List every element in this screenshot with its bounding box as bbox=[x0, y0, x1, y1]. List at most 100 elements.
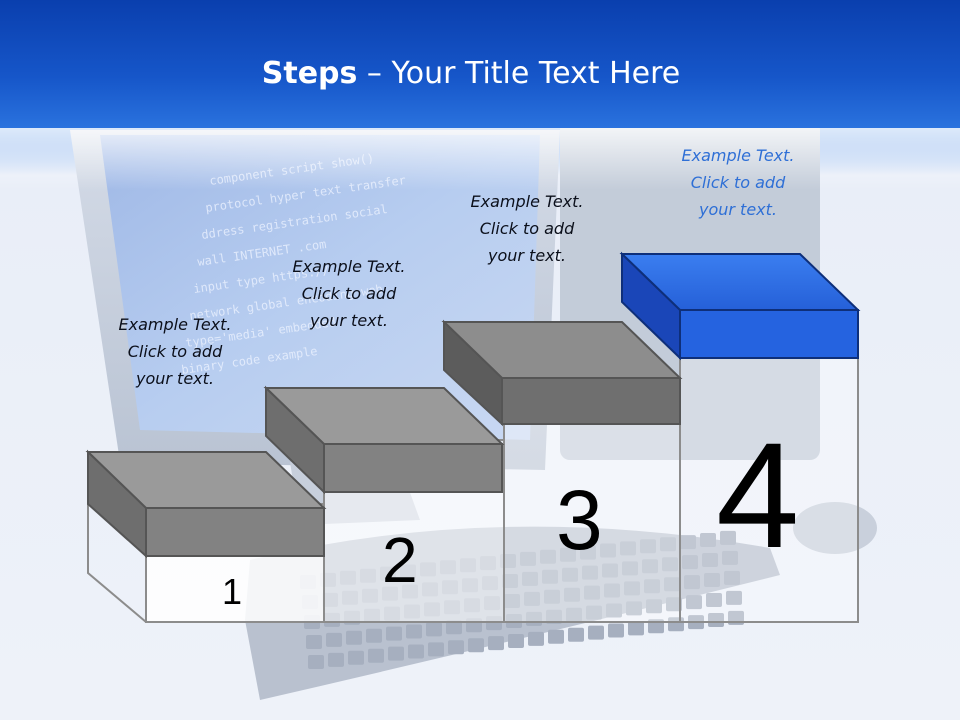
keyboard-key bbox=[328, 652, 344, 667]
keyboard-key bbox=[560, 547, 576, 562]
caption-line: Example Text. bbox=[681, 146, 795, 165]
step-4-caption[interactable]: Example Text. Click to add your text. bbox=[638, 142, 838, 223]
keyboard-key bbox=[644, 579, 660, 594]
keyboard-key bbox=[642, 559, 658, 574]
keyboard-key bbox=[662, 557, 678, 572]
keyboard-key bbox=[326, 632, 342, 647]
caption-line: your text. bbox=[487, 246, 566, 265]
caption-line: Example Text. bbox=[292, 257, 406, 276]
keyboard-key bbox=[428, 642, 444, 657]
title-bold: Steps bbox=[261, 56, 358, 91]
step-3-block[interactable] bbox=[441, 319, 683, 427]
header-bar bbox=[0, 0, 960, 128]
keyboard-key bbox=[306, 635, 322, 649]
caption-line: Example Text. bbox=[470, 192, 584, 211]
keyboard-key bbox=[502, 574, 518, 588]
keyboard-key bbox=[546, 609, 562, 624]
keyboard-key bbox=[542, 569, 558, 584]
keyboard-key bbox=[548, 629, 564, 644]
keyboard-key bbox=[524, 591, 540, 606]
keyboard-key bbox=[504, 594, 520, 608]
keyboard-key bbox=[388, 646, 404, 661]
step-2-caption[interactable]: Example Text. Click to add your text. bbox=[249, 253, 449, 334]
keyboard-key bbox=[468, 638, 484, 653]
keyboard-key bbox=[646, 599, 662, 614]
keyboard-key bbox=[540, 549, 556, 564]
keyboard-key bbox=[508, 634, 524, 648]
caption-line: Click to add bbox=[479, 219, 575, 238]
keyboard-key bbox=[726, 590, 742, 605]
keyboard-key bbox=[628, 621, 644, 636]
keyboard-key bbox=[622, 561, 638, 576]
keyboard-key bbox=[520, 551, 536, 566]
keyboard-key bbox=[624, 581, 640, 596]
keyboard-key bbox=[588, 625, 604, 640]
keyboard-key bbox=[664, 577, 680, 592]
caption-line: Click to add bbox=[127, 342, 223, 361]
keyboard-key bbox=[528, 631, 544, 646]
keyboard-key bbox=[704, 573, 720, 587]
keyboard-key bbox=[720, 530, 736, 545]
monitor-screen bbox=[100, 135, 540, 440]
keyboard-key bbox=[640, 539, 656, 554]
caption-line: your text. bbox=[309, 311, 388, 330]
keyboard-key bbox=[366, 628, 382, 643]
keyboard-key bbox=[584, 585, 600, 600]
keyboard-key bbox=[586, 605, 602, 620]
keyboard-key bbox=[580, 545, 596, 560]
keyboard-key bbox=[562, 567, 578, 582]
keyboard-key bbox=[620, 541, 636, 556]
caption-line: Click to add bbox=[301, 284, 397, 303]
step-1-caption[interactable]: Example Text. Click to add your text. bbox=[75, 311, 275, 392]
keyboard-key bbox=[626, 601, 642, 616]
keyboard-key bbox=[602, 563, 618, 578]
step-3-number: 3 bbox=[556, 473, 603, 567]
caption-line: Click to add bbox=[690, 173, 786, 192]
keyboard-key bbox=[682, 555, 698, 570]
keyboard-key bbox=[368, 648, 384, 663]
keyboard-key bbox=[582, 565, 598, 580]
keyboard-key bbox=[608, 623, 624, 638]
keyboard-key bbox=[706, 593, 722, 607]
slide-title[interactable]: Steps – Your Title Text Here bbox=[0, 56, 942, 91]
caption-line: your text. bbox=[135, 369, 214, 388]
keyboard-key bbox=[566, 607, 582, 622]
keyboard-key bbox=[346, 630, 362, 645]
keyboard-key bbox=[348, 650, 364, 665]
keyboard-key bbox=[666, 597, 682, 612]
step-4-number: 4 bbox=[716, 411, 800, 579]
caption-line: Example Text. bbox=[118, 315, 232, 334]
keyboard-key bbox=[724, 570, 740, 585]
keyboard-key bbox=[684, 575, 700, 590]
keyboard-key bbox=[522, 571, 538, 586]
keyboard-key bbox=[722, 550, 738, 565]
step-2-block[interactable] bbox=[263, 385, 505, 495]
step-4-block[interactable] bbox=[619, 251, 861, 361]
keyboard-key bbox=[708, 613, 724, 627]
keyboard-key bbox=[606, 603, 622, 618]
keyboard-key bbox=[448, 640, 464, 655]
keyboard-key bbox=[308, 655, 324, 669]
title-rest: – Your Title Text Here bbox=[357, 56, 681, 91]
keyboard-key bbox=[408, 644, 424, 659]
keyboard-key bbox=[702, 553, 718, 567]
keyboard-key bbox=[406, 624, 422, 639]
keyboard-key bbox=[544, 589, 560, 604]
keyboard-key bbox=[446, 620, 462, 635]
keyboard-key bbox=[426, 622, 442, 637]
step-1-block[interactable] bbox=[85, 449, 327, 559]
keyboard-key bbox=[568, 627, 584, 642]
step-1-number: 1 bbox=[222, 571, 243, 612]
keyboard-key bbox=[600, 543, 616, 558]
step-2-number: 2 bbox=[382, 524, 418, 596]
keyboard-key bbox=[680, 535, 696, 550]
keyboard-key bbox=[386, 626, 402, 641]
keyboard-key bbox=[604, 583, 620, 598]
keyboard-key bbox=[686, 595, 702, 610]
mouse bbox=[793, 502, 877, 554]
step-3-caption[interactable]: Example Text. Click to add your text. bbox=[427, 188, 627, 269]
keyboard-key bbox=[660, 537, 676, 552]
